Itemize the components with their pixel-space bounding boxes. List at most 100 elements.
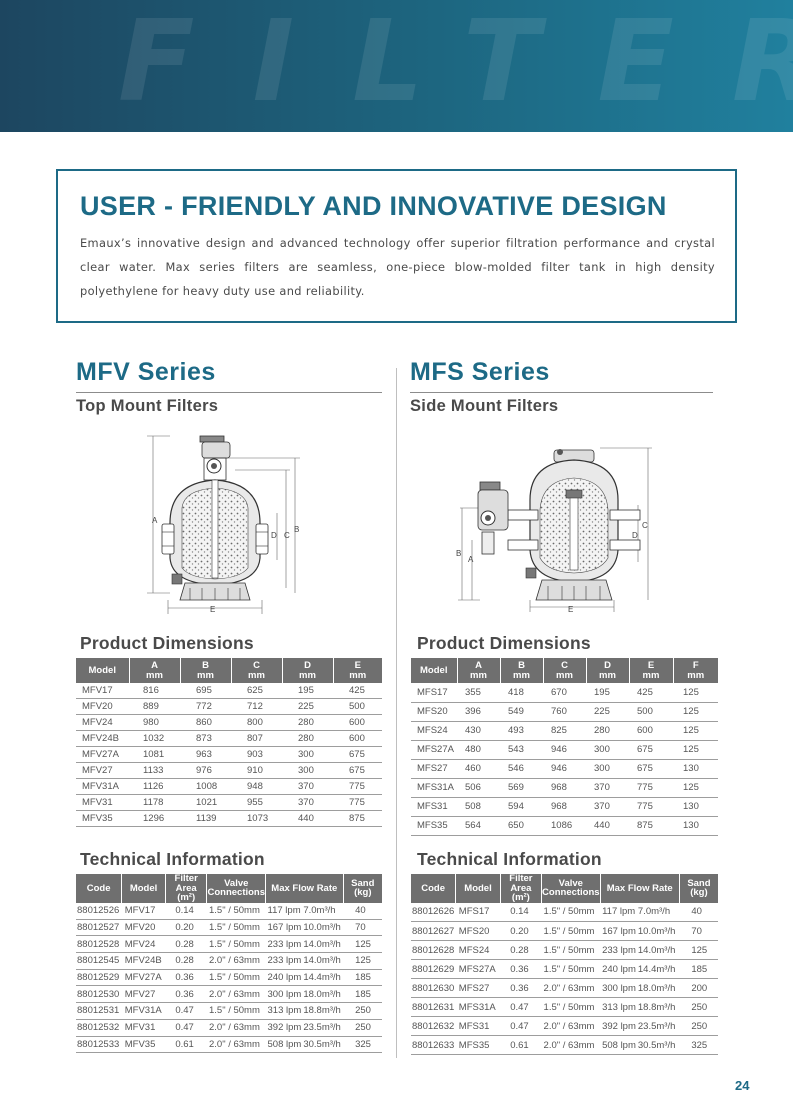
table-cell: 125 bbox=[343, 935, 382, 954]
table-cell: 392 lpm bbox=[600, 1016, 636, 1036]
table-cell: 30.5m³/h bbox=[301, 1036, 344, 1054]
table-cell: 1296 bbox=[129, 810, 180, 827]
table-cell: 185 bbox=[343, 985, 382, 1004]
mfv-dim-label-a: A bbox=[152, 516, 158, 525]
table-cell: 775 bbox=[333, 794, 382, 811]
table-cell: 88012627 bbox=[411, 921, 456, 941]
mfs-series-title: MFS Series bbox=[410, 358, 550, 386]
table-cell: 875 bbox=[629, 816, 673, 836]
table-cell: 370 bbox=[282, 794, 333, 811]
table-cell: 480 bbox=[457, 740, 500, 760]
table-cell: 185 bbox=[343, 969, 382, 987]
table-cell: 300 lpm bbox=[600, 978, 636, 998]
table-cell: 23.5m³/h bbox=[635, 1016, 680, 1036]
table-cell: MFV24B bbox=[121, 952, 166, 970]
mfv-title-rule bbox=[76, 392, 382, 393]
table-cell: 355 bbox=[457, 683, 500, 703]
table-cell: 1073 bbox=[231, 810, 282, 827]
table-cell: 1.5" / 50mm bbox=[541, 921, 601, 941]
table-cell: 200 bbox=[679, 978, 718, 998]
page-number: 24 bbox=[735, 1078, 750, 1093]
table-cell: MFS27A bbox=[455, 959, 501, 979]
mfs-filter-diagram: B A C D E bbox=[456, 447, 652, 614]
table-cell: 280 bbox=[282, 714, 333, 732]
table-cell: 508 lpm bbox=[265, 1036, 302, 1054]
table-cell: 88012530 bbox=[76, 985, 122, 1004]
table-cell: 250 bbox=[343, 1002, 382, 1020]
table-cell: 88012632 bbox=[411, 1016, 456, 1036]
mfv-dim-label-e: E bbox=[210, 605, 215, 614]
table-cell: 670 bbox=[543, 683, 586, 703]
table-cell: MFS17 bbox=[455, 902, 501, 922]
table-cell: 955 bbox=[231, 794, 282, 811]
table-cell: MFS17 bbox=[411, 683, 457, 703]
table-cell: 968 bbox=[543, 797, 586, 817]
column-divider bbox=[396, 368, 397, 1058]
table-cell: 0.20 bbox=[165, 919, 207, 937]
table-cell: MFV31A bbox=[121, 1002, 166, 1020]
table-cell: 506 bbox=[457, 778, 500, 798]
table-cell: 425 bbox=[333, 683, 382, 700]
table-cell: 370 bbox=[586, 778, 629, 798]
table-cell: 807 bbox=[231, 730, 282, 748]
table-cell: 0.47 bbox=[165, 1019, 207, 1037]
table-cell: 600 bbox=[629, 721, 673, 741]
table-cell: 70 bbox=[343, 919, 382, 937]
table-cell: 1133 bbox=[129, 762, 180, 779]
mfv-filter-diagram: A B C D E bbox=[147, 435, 300, 614]
table-cell: MFS27 bbox=[455, 978, 501, 998]
table-cell: 2.0" / 63mm bbox=[541, 978, 601, 998]
table-cell: 233 lpm bbox=[265, 935, 302, 954]
table-cell: 40 bbox=[679, 902, 718, 922]
table-cell: 980 bbox=[129, 714, 180, 732]
table-cell: MFS27 bbox=[411, 759, 457, 779]
table-cell: 1032 bbox=[129, 730, 180, 748]
table-cell: 14.4m³/h bbox=[301, 969, 344, 987]
table-cell: 600 bbox=[333, 730, 382, 748]
table-cell: MFV17 bbox=[76, 683, 129, 700]
table-cell: MFV24B bbox=[76, 730, 129, 748]
table-cell: MFV17 bbox=[121, 902, 166, 920]
table-cell: 569 bbox=[500, 778, 543, 798]
table-cell: MFV31A bbox=[76, 778, 129, 795]
table-cell: 88012631 bbox=[411, 997, 456, 1017]
table-cell: 772 bbox=[180, 698, 231, 716]
intro-body: Emaux’s innovative design and advanced t… bbox=[80, 236, 715, 298]
table-cell: 185 bbox=[679, 959, 718, 979]
table-cell: 300 bbox=[282, 746, 333, 763]
banner-word: FILTER bbox=[118, 0, 793, 127]
table-cell: 117 lpm bbox=[265, 902, 302, 920]
table-cell: MFS20 bbox=[455, 921, 501, 941]
table-cell: 2.0" / 63mm bbox=[206, 985, 266, 1004]
table-cell: MFV20 bbox=[76, 698, 129, 716]
table-cell: 7.0m³/h bbox=[635, 902, 680, 922]
mfs-dim-label-e: E bbox=[568, 605, 573, 614]
table-cell: 0.28 bbox=[500, 940, 542, 960]
table-cell: 325 bbox=[679, 1035, 718, 1055]
table-cell: 125 bbox=[673, 740, 718, 760]
mfs-title-rule bbox=[410, 392, 713, 393]
table-cell: 2.0" / 63mm bbox=[206, 952, 266, 970]
table-cell: 300 bbox=[586, 740, 629, 760]
table-cell: 233 lpm bbox=[600, 940, 636, 960]
